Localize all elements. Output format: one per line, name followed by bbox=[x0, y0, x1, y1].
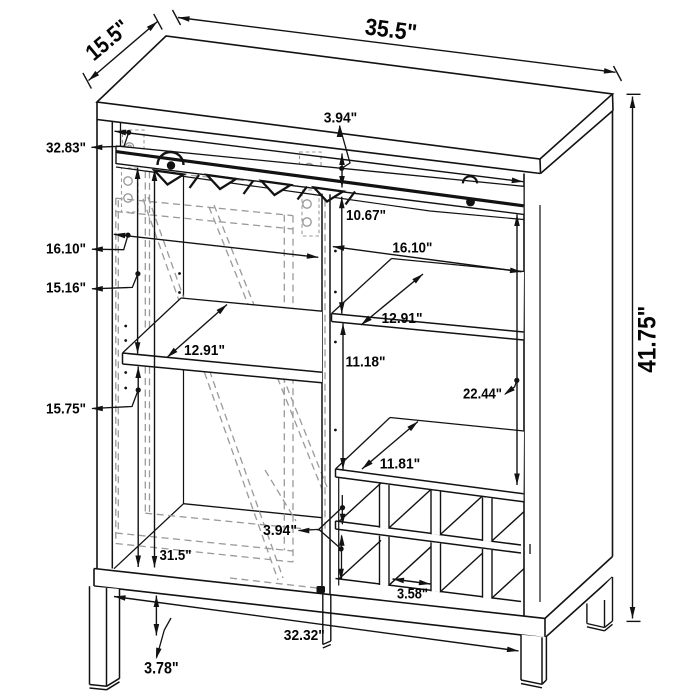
svg-text:11.81": 11.81" bbox=[380, 456, 421, 473]
svg-text:16.10": 16.10" bbox=[46, 241, 86, 258]
svg-text:12.91": 12.91" bbox=[184, 342, 225, 359]
svg-text:12.91": 12.91" bbox=[382, 310, 423, 327]
svg-text:3.78": 3.78" bbox=[144, 659, 179, 678]
svg-text:35.5": 35.5" bbox=[364, 13, 419, 45]
svg-text:32.32": 32.32" bbox=[284, 627, 325, 644]
svg-text:41.75": 41.75" bbox=[634, 306, 662, 373]
svg-text:32.83": 32.83" bbox=[46, 140, 86, 157]
svg-text:3.94": 3.94" bbox=[324, 110, 358, 127]
svg-text:31.5": 31.5" bbox=[160, 547, 192, 564]
svg-text:15.75": 15.75" bbox=[46, 401, 86, 418]
svg-text:3.94": 3.94" bbox=[263, 522, 297, 539]
svg-text:3.58": 3.58" bbox=[397, 586, 428, 603]
svg-text:10.67": 10.67" bbox=[346, 207, 386, 224]
svg-text:15.16": 15.16" bbox=[46, 280, 86, 297]
svg-text:11.18": 11.18" bbox=[346, 354, 386, 371]
svg-text:22.44": 22.44" bbox=[463, 386, 502, 403]
svg-text:16.10": 16.10" bbox=[392, 240, 432, 257]
